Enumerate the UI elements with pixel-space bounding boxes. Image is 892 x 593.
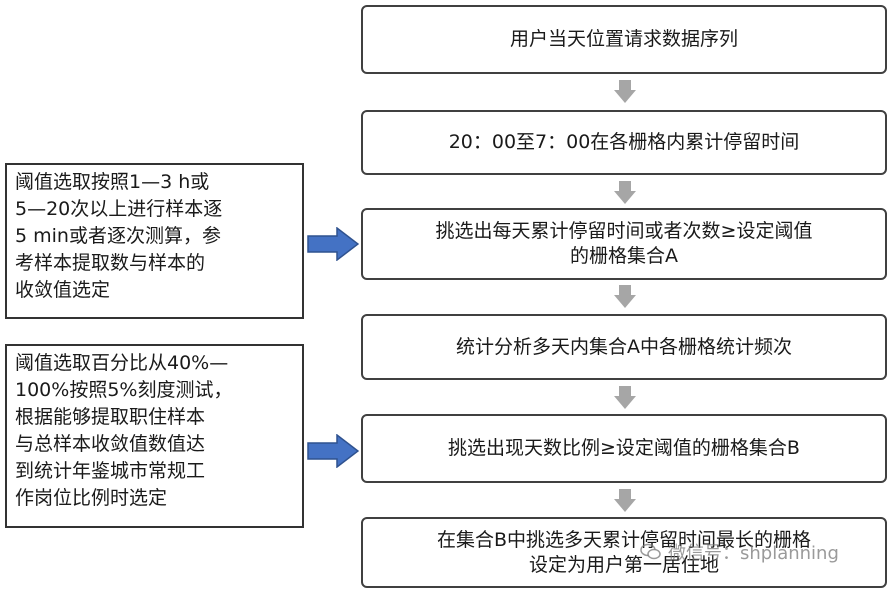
down-arrow-5 xyxy=(614,489,636,513)
flow-step-6: 在集合B中挑选多天累计停留时间最长的栅格 设定为用户第一居住地 xyxy=(361,517,887,588)
down-arrow-1 xyxy=(614,80,636,104)
flow-step-2: 20：00至7：00在各栅格内累计停留时间 xyxy=(361,110,887,175)
right-arrow-2 xyxy=(307,434,359,468)
flow-step-5: 挑选出现天数比例≥设定阈值的栅格集合B xyxy=(361,414,887,483)
flow-step-1: 用户当天位置请求数据序列 xyxy=(361,5,887,74)
flow-step-3: 挑选出每天累计停留时间或者次数≥设定阈值 的栅格集合A xyxy=(361,208,887,280)
watermark: 微信号：shplanning xyxy=(640,539,839,565)
wechat-icon xyxy=(640,543,661,560)
flow-step-4: 统计分析多天内集合A中各栅格统计频次 xyxy=(361,314,887,380)
down-arrow-2 xyxy=(614,181,636,205)
threshold-note-2: 阈值选取百分比从40%— 100%按照5%刻度测试， 根据能够提取职住样本 与总… xyxy=(5,344,304,528)
down-arrow-3 xyxy=(614,285,636,309)
threshold-note-1: 阈值选取按照1—3 h或 5—20次以上进行样本逐 5 min或者逐次测算，参 … xyxy=(5,163,304,319)
watermark-text: 微信号：shplanning xyxy=(668,543,839,564)
right-arrow-1 xyxy=(307,227,359,261)
down-arrow-4 xyxy=(614,386,636,410)
